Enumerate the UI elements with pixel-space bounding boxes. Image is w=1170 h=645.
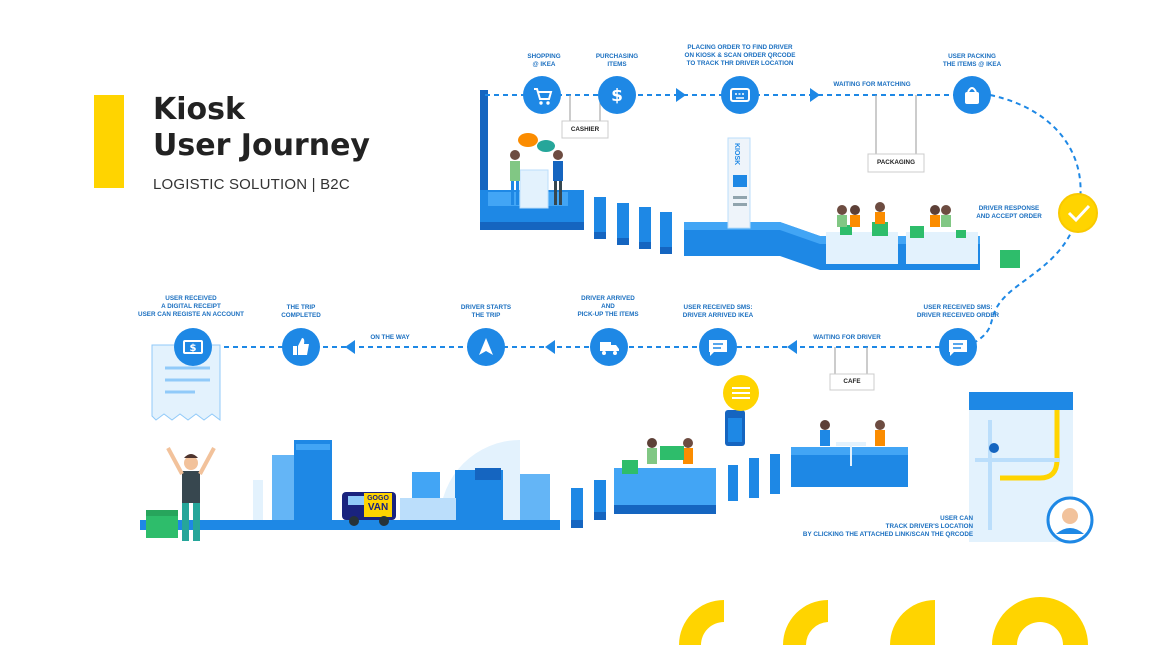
svg-text:$: $	[611, 86, 623, 106]
bottom-step-node-5	[939, 328, 977, 366]
step-label-packing: USER PACKING THE ITEMS @ IKEA	[942, 53, 1002, 68]
cashier-sign: CASHIER	[570, 126, 600, 133]
kiosk-sign: KIOSK	[733, 143, 740, 166]
step-circle	[523, 76, 561, 114]
top-step-node-3	[953, 76, 991, 114]
journey-nodes: $$	[174, 76, 991, 366]
truck-icon	[600, 342, 619, 355]
top-path	[485, 88, 1098, 347]
step-label-pickup: DRIVER ARRIVED AND PICK-UP THE ITEMS	[577, 295, 639, 318]
bag-icon	[965, 87, 979, 104]
step-label-sms-received: USER RECEIVED SMS: DRIVER RECEIVED ORDER	[916, 304, 1000, 319]
step-label-shopping: SHOPPING @ IKEA	[527, 53, 561, 68]
step-label-sms-arrived: USER RECEIVED SMS: DRIVER ARRIVED IKEA	[682, 304, 754, 319]
top-step-node-0	[523, 76, 561, 114]
cart-icon	[534, 88, 553, 105]
navigation-icon	[479, 338, 493, 355]
page-subtitle: LOGISTIC SOLUTION | B2C	[153, 176, 350, 193]
svg-text:$: $	[190, 343, 197, 354]
step-circle	[721, 76, 759, 114]
title-line-1: Kiosk	[153, 92, 245, 127]
van-logo-line-2: VAN	[367, 502, 389, 513]
step-label-receipt: USER RECEIVED A DIGITAL RECEIPT USER CAN…	[138, 295, 244, 318]
step-label-trip-start: DRIVER STARTS THE TRIP	[460, 304, 512, 319]
top-step-node-2	[721, 76, 759, 114]
step-circle	[174, 328, 212, 366]
bottom-step-node-2	[467, 328, 505, 366]
cafe-sign: CAFE	[843, 378, 861, 385]
ikea-store-scene	[480, 90, 1020, 270]
van-logo: GOGO VAN	[364, 494, 392, 513]
step-label-trip-completed: THE TRIP COMPLETED	[281, 304, 321, 319]
receipt-icon: $	[183, 340, 203, 354]
driver-response-label: DRIVER RESPONSE AND ACCEPT ORDER	[976, 205, 1042, 220]
bottom-step-node-0: $	[174, 328, 212, 366]
thumbs-up-icon	[293, 338, 309, 355]
message-icon	[709, 340, 727, 356]
bottom-step-node-4	[699, 328, 737, 366]
van-logo-line-1: GOGO	[367, 495, 389, 502]
bottom-step-node-3	[590, 328, 628, 366]
waiting-driver-label: WAITING FOR DRIVER	[813, 334, 881, 341]
keyboard-icon	[730, 88, 750, 102]
packaging-sign: PACKAGING	[876, 159, 916, 166]
on-the-way-label: ON THE WAY	[370, 334, 410, 341]
bottom-step-node-1	[282, 328, 320, 366]
message-icon	[949, 340, 967, 356]
waiting-matching-label: WAITING FOR MATCHING	[833, 81, 911, 88]
step-label-placing-order: PLACING ORDER TO FIND DRIVER ON KIOSK & …	[684, 44, 796, 67]
bottom-path	[215, 340, 950, 391]
step-label-purchasing: PURCHASING ITEMS	[595, 53, 639, 68]
city-scene	[140, 344, 1094, 544]
step-circle	[598, 76, 636, 114]
page-title: Kiosk User Journey	[153, 92, 370, 164]
decorative-arcs	[679, 597, 1088, 645]
dollar-icon: $	[611, 86, 623, 106]
top-step-node-1: $	[598, 76, 636, 114]
title-accent-bar	[94, 95, 124, 188]
title-line-2: User Journey	[153, 128, 370, 163]
track-note: USER CAN TRACK DRIVER'S LOCATION BY CLIC…	[802, 515, 974, 538]
